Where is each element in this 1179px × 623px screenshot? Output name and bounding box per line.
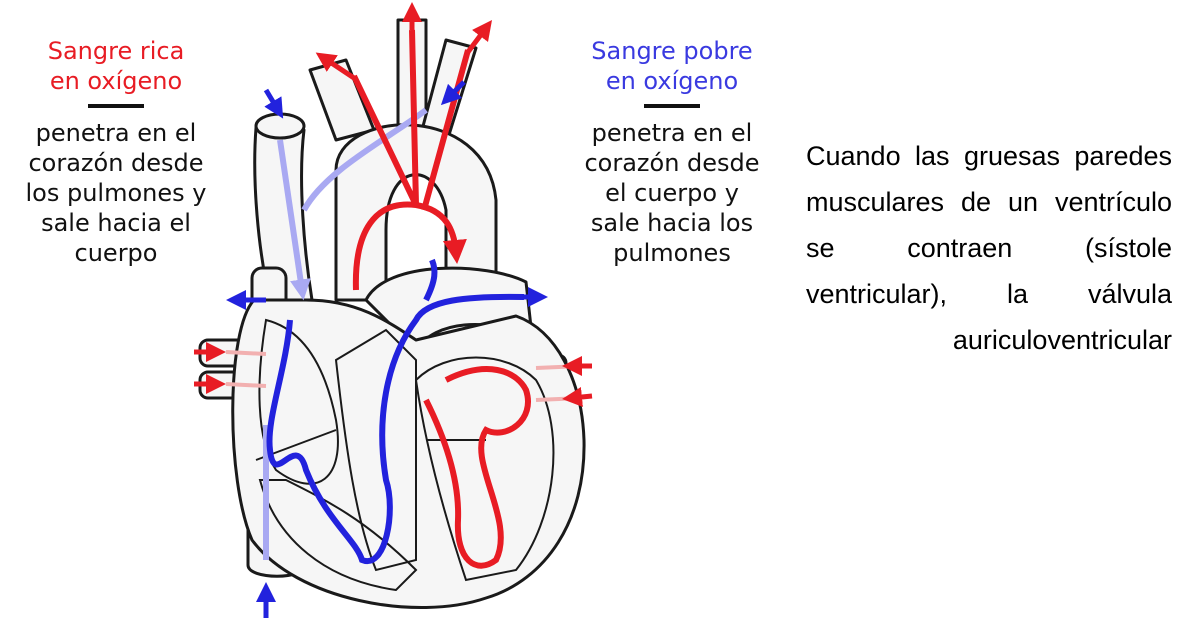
arrow-icon: [440, 80, 466, 106]
arrow-icon: [466, 20, 492, 54]
heart-diagram: [194, 2, 593, 618]
oxygen-rich-caption: Sangre rica en oxígeno penetra en el cor…: [0, 36, 232, 268]
description-line: sale hacia el: [41, 209, 191, 237]
oxygen-poor-flow: [423, 258, 438, 302]
oxygen-poor-description: penetra en el corazón desde el cuerpo y …: [566, 118, 778, 268]
explanation-paragraph: Cuando las gruesas paredes musculares de…: [806, 141, 1172, 355]
oxygen-rich-title-line: en oxígeno: [49, 67, 183, 95]
caption-divider: [644, 104, 700, 108]
oxygen-poor-title-line: Sangre pobre: [591, 37, 753, 65]
arrow-icon: [263, 88, 284, 119]
oxygen-rich-flow: [351, 29, 471, 211]
description-line: corazón desde: [28, 149, 204, 177]
description-line: el cuerpo y: [605, 179, 739, 207]
oxygen-rich-flow: [423, 366, 531, 569]
oxygen-poor-flow: [266, 293, 525, 565]
oxygen-poor-light-flow: [277, 139, 311, 301]
oxygen-rich-flow: [352, 201, 467, 291]
oxygen-rich-description: penetra en el corazón desde los pulmones…: [0, 118, 232, 268]
description-line: penetra en el: [35, 119, 197, 147]
oxygen-rich-light-flow: [225, 350, 583, 402]
oxygen-rich-title-line: Sangre rica: [47, 37, 185, 65]
caption-divider: [88, 104, 144, 108]
description-line: los pulmones y: [25, 179, 207, 207]
description-line: cuerpo: [74, 239, 158, 267]
oxygen-rich-title: Sangre rica en oxígeno: [0, 36, 232, 96]
description-line: penetra en el: [591, 119, 753, 147]
oxygen-poor-title-line: en oxígeno: [605, 67, 739, 95]
description-line: corazón desde: [584, 149, 760, 177]
arrow-icon: [562, 387, 593, 407]
description-line: pulmones: [613, 239, 731, 267]
oxygen-poor-title: Sangre pobre en oxígeno: [566, 36, 778, 96]
oxygen-poor-caption: Sangre pobre en oxígeno penetra en el co…: [566, 36, 778, 268]
arrow-icon: [315, 52, 356, 81]
description-line: sale hacia los: [590, 209, 754, 237]
